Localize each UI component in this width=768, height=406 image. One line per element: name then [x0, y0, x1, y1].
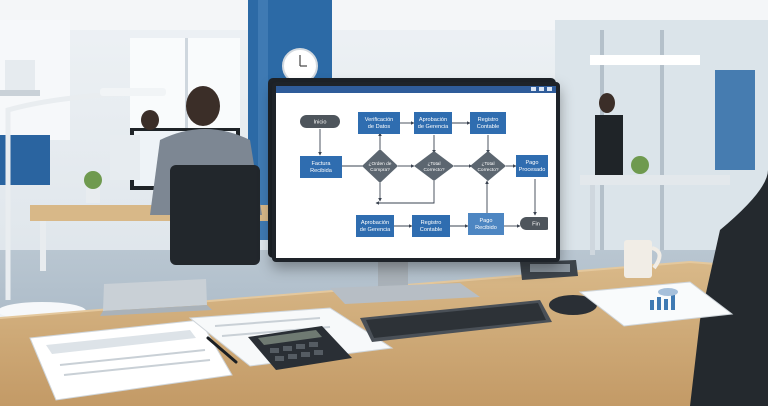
node-payment-processed-label-1: Pago — [525, 160, 538, 166]
node-data-verification — [358, 112, 400, 134]
document-stack — [29, 319, 233, 401]
node-end — [520, 217, 548, 230]
node-payment-processed-label-2: Procesado — [519, 167, 546, 173]
node-mgmt-approval-top — [414, 112, 452, 134]
node-data-verification-label-2: de Datos — [368, 124, 391, 130]
node-total-decision-2-label-1: ¿Total — [481, 161, 494, 167]
node-po-decision-label-1: ¿Orden de — [369, 161, 392, 167]
maximize-icon[interactable] — [539, 87, 544, 91]
flowchart-canvas: Inicio Factura Recibida Verificación de … — [276, 93, 556, 258]
node-accounting-record-top-label-1: Registro — [478, 117, 499, 123]
node-end-label: Fin — [532, 222, 540, 228]
node-start-label: Inicio — [313, 120, 326, 126]
node-total-decision-1-label-1: ¿Total — [427, 161, 440, 167]
window-titlebar — [276, 86, 556, 93]
minimize-icon[interactable] — [531, 87, 536, 91]
node-po-decision-label-2: Compra? — [370, 167, 390, 173]
node-accounting-record-top — [470, 112, 506, 134]
node-data-verification-label-1: Verificación — [365, 117, 394, 123]
node-accounting-record-top-label-2: Contable — [477, 124, 499, 130]
flowchart-diagram: Inicio Factura Recibida Verificación de … — [300, 112, 548, 237]
node-total-decision-1 — [414, 151, 454, 181]
node-total-decision-1-label-2: Correcto? — [423, 167, 444, 173]
worker-head — [186, 86, 220, 126]
node-invoice-received-label-2: Recibida — [310, 168, 333, 174]
coffee-mug — [624, 240, 652, 278]
node-payment-received-label-2: Recibido — [475, 225, 497, 231]
monitor-screen: Inicio Factura Recibida Verificación de … — [272, 82, 560, 262]
node-payment-received-label-1: Pago — [479, 218, 492, 224]
node-payment-received — [468, 213, 504, 235]
close-icon[interactable] — [547, 87, 552, 91]
node-total-decision-2 — [470, 151, 506, 181]
node-invoice-received — [300, 156, 342, 178]
node-po-decision — [362, 149, 398, 183]
node-accounting-record-bottom-label-2: Contable — [420, 227, 442, 233]
node-mgmt-approval-bottom-label-2: de Gerencia — [360, 227, 391, 233]
node-accounting-record-bottom — [412, 215, 450, 237]
node-mgmt-approval-bottom — [356, 215, 394, 237]
office-chair — [690, 170, 768, 406]
node-start — [300, 115, 340, 128]
report-document — [578, 281, 734, 327]
node-total-decision-2-label-2: Correcto? — [477, 167, 498, 173]
pen — [206, 336, 238, 364]
node-accounting-record-bottom-label-1: Registro — [421, 220, 442, 226]
node-mgmt-approval-top-label-1: Aprobación — [419, 117, 447, 123]
node-mgmt-approval-top-label-2: de Gerencia — [418, 124, 449, 130]
monitor-base — [330, 283, 480, 304]
desk-nameplate — [103, 279, 207, 311]
mouse — [549, 295, 597, 315]
node-invoice-received-label-1: Factura — [312, 161, 332, 167]
flowchart-arrows — [318, 121, 537, 228]
node-mgmt-approval-bottom-label-1: Aprobación — [361, 220, 389, 226]
node-payment-processed — [516, 155, 548, 177]
